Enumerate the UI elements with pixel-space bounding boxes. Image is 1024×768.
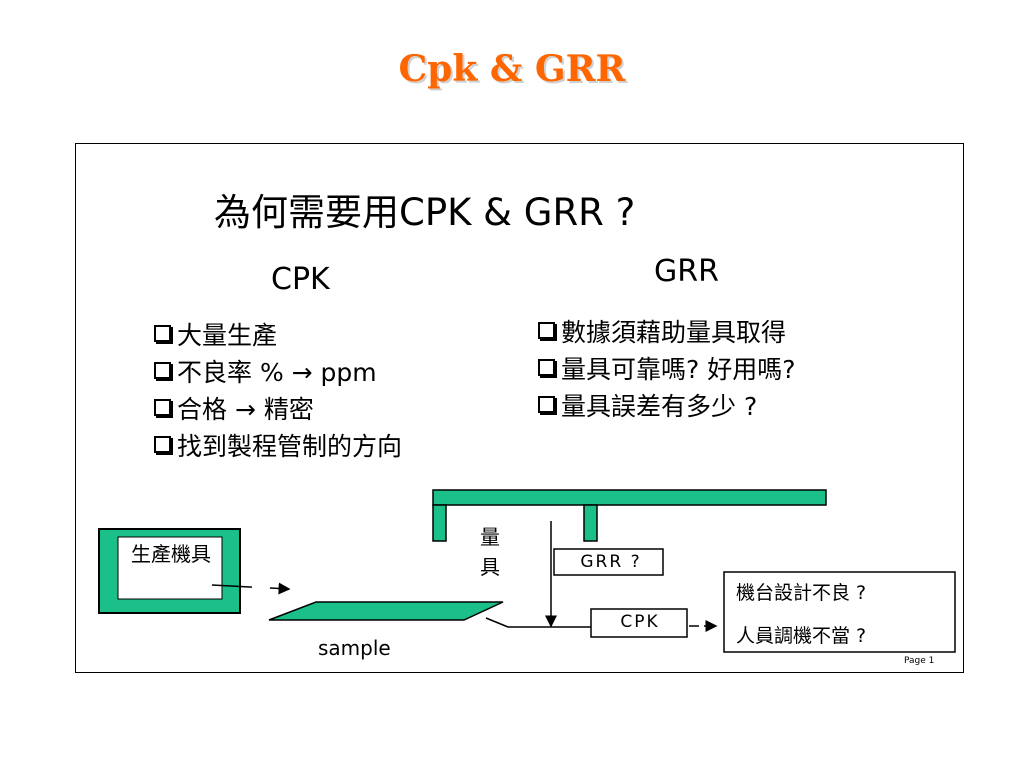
cpk-bullet-item: 合格 → 精密 bbox=[154, 389, 402, 426]
checkbox-bullet-icon bbox=[538, 359, 555, 376]
cpk-bullet-text: 找到製程管制的方向 bbox=[177, 431, 403, 461]
gauge-label: 量具 bbox=[480, 525, 500, 579]
grr-bullet-text: 量具誤差有多少 ? bbox=[561, 391, 758, 421]
grr-bullet-item: 量具誤差有多少 ? bbox=[538, 386, 796, 423]
slide-title: Cpk & GRR bbox=[398, 48, 626, 90]
checkbox-bullet-icon bbox=[154, 362, 171, 379]
content-panel: 為何需要用CPK & GRR ? CPK GRR 大量生產 不良率 % → pp… bbox=[75, 143, 964, 673]
checkbox-bullet-icon bbox=[154, 325, 171, 342]
checkbox-bullet-icon bbox=[154, 436, 171, 453]
machine-to-sample-arrow bbox=[211, 582, 291, 595]
gauge-left-leg bbox=[432, 504, 447, 542]
cpk-box-label: CPK bbox=[620, 612, 660, 632]
cpk-bullet-list: 大量生產 不良率 % → ppm 合格 → 精密 找到製程管制的方向 bbox=[154, 315, 402, 463]
cpk-bullet-text: 不良率 % → ppm bbox=[177, 357, 377, 387]
causes-box bbox=[723, 571, 956, 653]
cause-machine-design: 機台設計不良 ? bbox=[736, 582, 867, 604]
cpk-box bbox=[590, 608, 688, 638]
cause-operator-adjustment: 人員調機不當 ? bbox=[736, 625, 867, 647]
gauge-top-bar bbox=[432, 489, 827, 506]
checkbox-bullet-icon bbox=[538, 396, 555, 413]
grr-bullet-list: 數據須藉助量具取得 量具可靠嗎? 好用嗎? 量具誤差有多少 ? bbox=[538, 312, 796, 423]
cpk-bullet-item: 不良率 % → ppm bbox=[154, 352, 402, 389]
cpk-bullet-text: 大量生產 bbox=[177, 320, 278, 350]
grr-bullet-text: 數據須藉助量具取得 bbox=[561, 317, 787, 347]
sample-slab-shape bbox=[268, 601, 504, 621]
cpk-bullet-item: 大量生產 bbox=[154, 315, 402, 352]
process-diagram bbox=[98, 489, 956, 653]
checkbox-bullet-icon bbox=[538, 322, 555, 339]
main-question: 為何需要用CPK & GRR ? bbox=[214, 191, 636, 234]
sample-connector-line bbox=[485, 617, 509, 628]
grr-heading: GRR bbox=[654, 254, 719, 289]
grr-bullet-text: 量具可靠嗎? 好用嗎? bbox=[561, 354, 796, 384]
cpk-heading: CPK bbox=[271, 262, 330, 297]
grr-box-label: GRR ? bbox=[580, 552, 642, 572]
sample-label: sample bbox=[318, 636, 391, 660]
cpk-bullet-item: 找到製程管制的方向 bbox=[154, 426, 402, 463]
grr-bullet-item: 量具可靠嗎? 好用嗎? bbox=[538, 349, 796, 386]
machine-inner bbox=[117, 536, 223, 600]
grr-bullet-item: 數據須藉助量具取得 bbox=[538, 312, 796, 349]
gauge-right-leg bbox=[583, 504, 598, 542]
grr-box bbox=[553, 548, 664, 576]
cpk-bullet-text: 合格 → 精密 bbox=[177, 394, 314, 424]
page-label: Page 1 bbox=[904, 656, 935, 666]
machine-label: 生產機具 bbox=[131, 542, 211, 566]
checkbox-bullet-icon bbox=[154, 399, 171, 416]
